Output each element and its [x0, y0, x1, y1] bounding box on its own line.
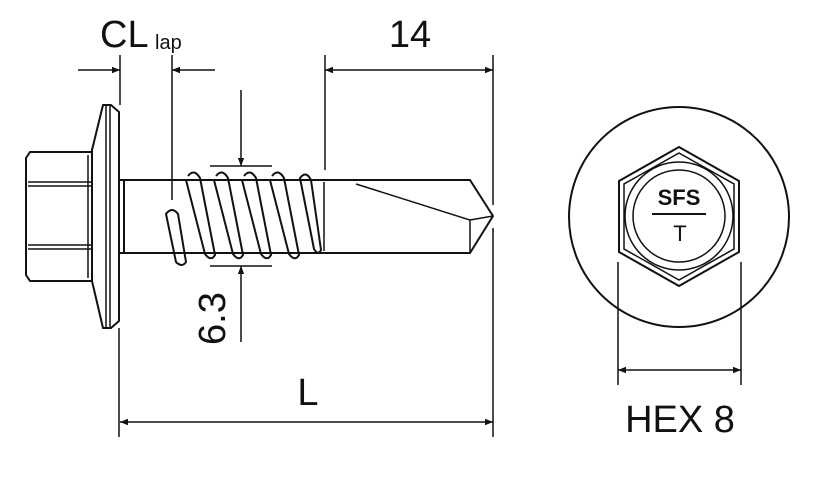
- type-marking: T: [673, 221, 686, 246]
- length-label: L: [297, 372, 318, 414]
- thread: [165, 171, 322, 266]
- diameter-label: 6.3: [192, 292, 234, 345]
- cl-lap-dimension: CL lap: [78, 14, 215, 200]
- drill-length-dimension: 14: [324, 14, 494, 205]
- washer: [91, 104, 120, 329]
- diameter-dimension: 6.3: [192, 90, 272, 345]
- brand-marking: SFS: [658, 185, 701, 210]
- hex-label: HEX 8: [625, 399, 735, 441]
- lap-subscript: lap: [155, 32, 182, 54]
- washer-outline: [568, 106, 790, 328]
- screw-side-view: [25, 104, 494, 329]
- drill-length-label: 14: [389, 14, 431, 56]
- hex-dimension: HEX 8: [617, 262, 742, 441]
- cl-label: CL: [100, 14, 149, 56]
- screw-end-view: SFS T: [568, 106, 790, 328]
- shank: [119, 179, 494, 254]
- hex-head: [25, 151, 93, 282]
- length-dimension: L: [118, 228, 494, 437]
- hex-outline: [618, 146, 740, 287]
